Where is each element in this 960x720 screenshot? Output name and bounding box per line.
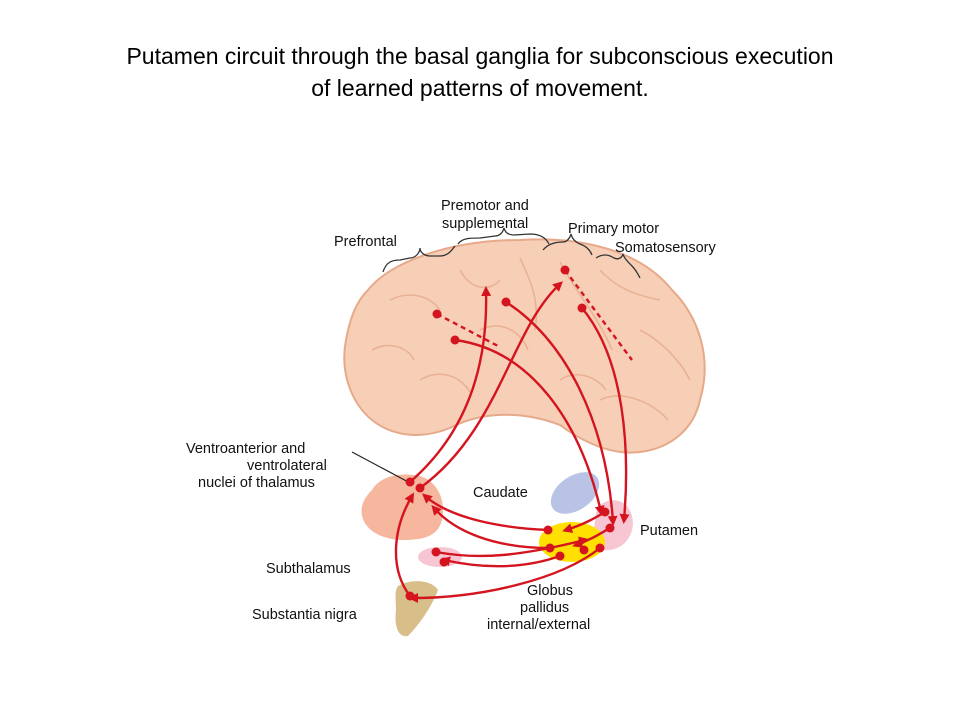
pathway-subthalamus-to-gp xyxy=(435,536,589,558)
label-putamen: Putamen xyxy=(640,523,698,539)
caudate-shape xyxy=(550,472,600,514)
label-primary-motor: Primary motor xyxy=(568,221,659,237)
pathway-thalamus-to-premotor xyxy=(409,286,492,483)
dashed-motor xyxy=(564,269,633,361)
pathway-somatosensory-to-putamen xyxy=(581,307,630,524)
pathway-thalamus-to-motor xyxy=(419,281,563,489)
label-caudate: Caudate xyxy=(473,485,528,501)
title-line-1: Putamen circuit through the basal gangli… xyxy=(126,43,834,69)
pathway-substantia-to-thalamus xyxy=(394,492,415,597)
neuron-dots xyxy=(405,265,615,601)
page-title: Putamen circuit through the basal gangli… xyxy=(40,40,920,104)
label-premotor-1: Premotor and xyxy=(441,198,529,214)
label-subthalamus: Subthalamus xyxy=(266,561,351,577)
dashed-prefrontal xyxy=(436,312,499,348)
label-globus-3: internal/external xyxy=(487,617,590,633)
label-prefrontal: Prefrontal xyxy=(334,234,397,250)
pathway-gp-to-thalamus-2 xyxy=(431,504,551,550)
label-globus-2: pallidus xyxy=(520,600,569,616)
label-somatosensory: Somatosensory xyxy=(615,240,716,256)
label-thalamus-2: ventrolateral xyxy=(247,458,327,474)
label-substantia-nigra: Substantia nigra xyxy=(252,607,358,623)
label-thalamus-3: nuclei of thalamus xyxy=(198,475,315,491)
brain-cortex xyxy=(343,238,706,454)
pathway-gp-to-thalamus xyxy=(421,493,549,532)
title-line-2: of learned patterns of movement. xyxy=(311,75,649,101)
thalamus-pointer-line xyxy=(351,451,413,485)
neural-pathways xyxy=(394,269,633,603)
label-globus-1: Globus xyxy=(527,583,573,599)
thalamus-shape xyxy=(361,474,444,540)
label-premotor-2: supplemental xyxy=(442,216,528,232)
pathway-gp-to-subthalamus xyxy=(440,554,561,568)
pathway-putamen-to-substantia xyxy=(408,547,601,603)
pathway-premotor-to-putamen xyxy=(505,300,618,526)
cortex-brackets xyxy=(382,227,641,279)
substantia-nigra-shape xyxy=(395,581,438,637)
label-thalamus-1: Ventroanterior and xyxy=(186,441,305,457)
